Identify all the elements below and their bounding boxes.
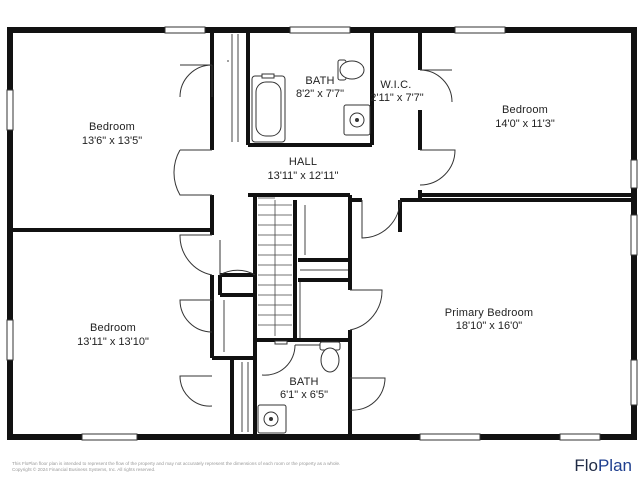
room-dims-bath-bottom: 6'1" x 6'5" [280,389,328,401]
disclaimer-line-2: Copyright © 2024 Financial Business Syst… [12,467,156,472]
room-name-bath-bottom: BATH [289,376,318,388]
closet-shelves [223,34,348,432]
room-dims-primary: 18'10" x 16'0" [456,320,523,332]
room-dims-wic: 2'11" x 7'7" [370,92,423,104]
room-name-bedroom-ne: Bedroom [502,104,548,116]
room-labels: Bedroom 13'6" x 13'5" BATH 8'2" x 7'7" W… [77,75,555,401]
disclaimer: This FloPlan floor plan is intended to r… [12,461,432,473]
doors [173,64,456,411]
room-dims-bedroom-nw: 13'6" x 13'5" [82,135,142,147]
interior-walls [10,30,634,437]
floplan-logo: FloPlan [574,456,632,476]
room-name-bath-top: BATH [305,75,334,87]
room-name-wic: W.I.C. [380,79,411,91]
stairs [258,197,292,336]
room-name-hall: HALL [289,156,317,168]
room-name-primary: Primary Bedroom [445,307,534,319]
room-name-bedroom-nw: Bedroom [89,121,135,133]
room-dims-bedroom-sw: 13'11" x 13'10" [77,336,149,348]
logo-text-plan: Plan [597,456,632,475]
room-dims-bath-top: 8'2" x 7'7" [296,88,344,100]
room-name-bedroom-sw: Bedroom [90,322,136,334]
disclaimer-line-1: This FloPlan floor plan is intended to r… [12,461,341,466]
room-dims-bedroom-ne: 14'0" x 11'3" [495,118,555,130]
logo-text-flo: Flo [574,456,598,475]
windows [6,26,638,441]
fixtures [251,59,371,434]
room-dims-hall: 13'11" x 12'11" [268,170,339,182]
